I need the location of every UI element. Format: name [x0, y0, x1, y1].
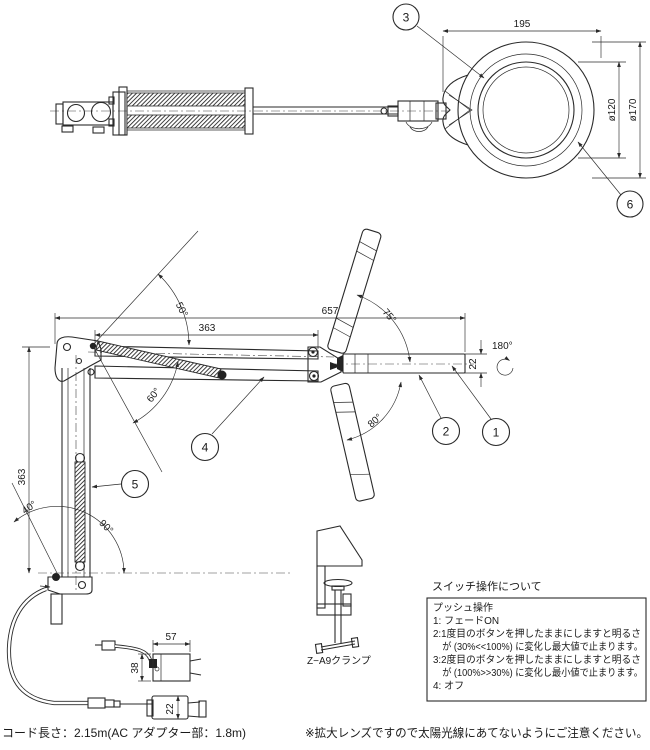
switch-line-2: 2:1度目のボタンを押したままにしますと明るさ [433, 627, 641, 640]
switch-panel-title: スイッチ操作について [432, 579, 542, 593]
cord-length-note: コード長さ：2.15m(AC アダプター部：1.8m) [2, 725, 246, 740]
balloon-2: 2 [418, 374, 461, 446]
support-column [61, 355, 91, 590]
arm-side-view: 657 363 363 50° 60° 75° [11, 228, 514, 625]
footer-notes: コード長さ：2.15m(AC アダプター部：1.8m) ※拡大レンズですので太陽… [2, 725, 648, 740]
switch-line-1: 1: フェードON [433, 616, 499, 627]
dim-lens-inner: ø120 [578, 61, 626, 159]
angle-50-label: 50° [173, 301, 190, 320]
dim-363h-label: 363 [199, 323, 216, 334]
balloon-1: 1 [451, 365, 511, 447]
lamp-head-view: 195 ø120 ø170 3 6 [392, 3, 646, 218]
angle-upper-arm: 50° [92, 230, 199, 346]
dim-195-label: 195 [514, 19, 531, 30]
switch-line-4: 3:2度目のボタンを押したままにしますと明るさ [433, 653, 641, 666]
balloon-3: 3 [392, 3, 485, 79]
clamp-label: Z−A9クランプ [307, 655, 371, 667]
arm-plan-view [50, 86, 452, 136]
spring-top-lower [126, 114, 246, 129]
dim-38-label: 38 [130, 662, 141, 674]
clamp-view: Z−A9クランプ [307, 525, 371, 667]
balloon-4: 4 [190, 376, 265, 462]
head-housing [342, 353, 466, 374]
balloon-4-number: 4 [202, 441, 209, 455]
head-phantom-up [327, 228, 382, 354]
dim-adapter-height: 38 [130, 653, 151, 682]
switch-line-3: が (30%<<100%) に変化し最大値で止まります。 [433, 640, 643, 653]
lens-warning-note: ※拡大レンズですので太陽光線にあてないようにご注意ください。 [305, 725, 648, 740]
dim-head-width: 195 [442, 19, 602, 92]
dim-363v-label: 363 [17, 468, 28, 485]
dim-170-label: ø170 [628, 98, 639, 121]
dim-22b-label: 22 [165, 703, 176, 715]
angle-60-label: 60° [145, 386, 163, 405]
switch-line-6: 4: オフ [433, 680, 464, 692]
head-mount [442, 74, 469, 146]
dim-column-length: 363 [17, 346, 50, 574]
spring-top-upper [126, 92, 246, 107]
dim-657-label: 657 [322, 306, 339, 317]
balloon-6-number: 6 [627, 198, 634, 212]
arm-spring [95, 340, 222, 379]
dim-adapter-diameter: 22 [165, 695, 180, 720]
ac-adapter-top-view: 57 38 [95, 632, 202, 682]
balloon-6: 6 [577, 141, 644, 218]
arm-head-joint [307, 346, 342, 383]
angle-80-label: 80° [366, 412, 385, 430]
ac-adapter-side-view: 22 [146, 695, 207, 720]
angle-head-up: 75° [356, 294, 412, 363]
angle-40-label: 40° [20, 499, 39, 517]
dim-22-label: 22 [468, 358, 479, 370]
switch-info-panel: スイッチ操作について プッシュ操作 1: フェードON 2:1度目のボタンを押し… [426, 579, 647, 702]
dim-57-label: 57 [165, 632, 177, 643]
dim-head-outer: ø170 [592, 41, 646, 179]
switch-line-5: が (100%>>30%) に変化し最小値で止まります。 [433, 666, 643, 679]
angle-90-label: 90° [97, 518, 115, 536]
dim-120-label: ø120 [607, 98, 618, 121]
head-phantom-down [330, 382, 375, 502]
dim-arm-length: 363 [94, 323, 319, 349]
angle-180-label: 180° [492, 341, 513, 352]
balloon-1-number: 1 [493, 426, 500, 440]
dim-head-thickness: 22 [465, 340, 487, 387]
rotation-symbol: 180° [492, 341, 514, 376]
dim-adapter-width: 57 [152, 632, 191, 652]
switch-line-0: プッシュ操作 [433, 601, 493, 614]
balloon-5: 5 [91, 469, 150, 499]
balloon-3-number: 3 [403, 11, 410, 25]
balloon-5-number: 5 [132, 478, 139, 492]
balloon-2-number: 2 [443, 425, 450, 439]
